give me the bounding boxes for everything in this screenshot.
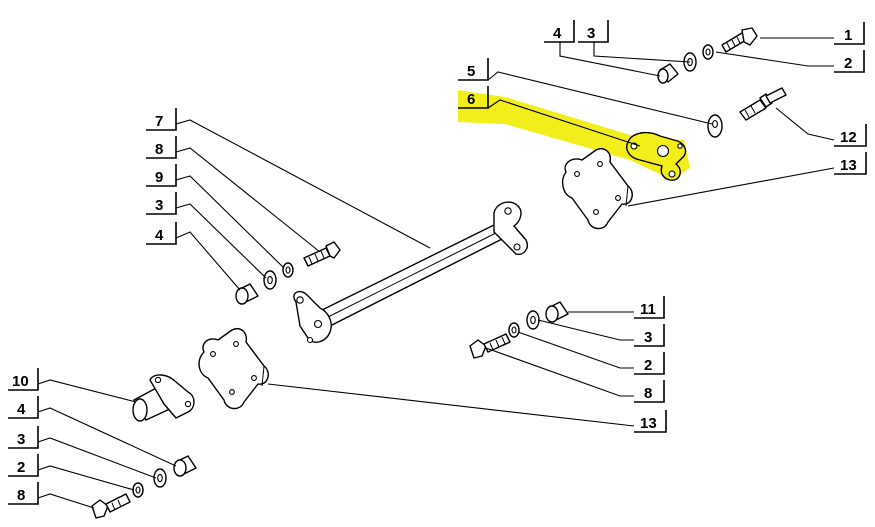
callout-2-top: 2 (834, 50, 865, 73)
bolt-8-right (469, 333, 511, 359)
callout-3-right: 3 (634, 324, 665, 347)
callout-8-middle: 8 (146, 136, 177, 159)
callout-11-text: 11 (640, 301, 656, 318)
callout-12: 12 (834, 124, 867, 147)
callout-7: 7 (146, 108, 177, 131)
washer-2-top (702, 44, 714, 60)
bushing-4-bottom (173, 455, 197, 477)
callout-3-top: 3 (578, 20, 609, 43)
hub-10 (132, 374, 195, 422)
callout-8-bottom-text: 8 (17, 487, 25, 504)
bolt-8-bottom (91, 493, 131, 519)
bolt-1 (721, 27, 758, 53)
part-6-highlight-band (458, 90, 690, 180)
callout-3-bottom: 3 (8, 426, 39, 449)
callout-5: 5 (458, 58, 489, 81)
washer-2-right (508, 322, 520, 338)
callout-13-top: 13 (834, 152, 867, 175)
callout-3-middle-text: 3 (155, 197, 163, 214)
callout-labels: 1 2 3 4 5 6 12 13 (8, 20, 867, 505)
callout-2-bottom: 2 (8, 454, 39, 477)
axle-shaft (293, 201, 528, 344)
callout-4-top-text: 4 (553, 25, 562, 42)
callout-4-bottom-text: 4 (17, 401, 26, 418)
callout-2-right-text: 2 (644, 357, 652, 374)
callout-8-bottom: 8 (8, 482, 39, 505)
stud-bolt-12 (739, 87, 787, 121)
callout-13-top-text: 13 (840, 157, 857, 174)
callout-2-top-text: 2 (844, 55, 852, 72)
callout-10-text: 10 (12, 373, 29, 390)
washer-9 (282, 262, 294, 278)
callout-13-bottom-text: 13 (640, 415, 657, 432)
callout-8-middle-text: 8 (155, 141, 163, 158)
plate-13-bottom (198, 328, 269, 410)
callout-4-middle: 4 (146, 222, 177, 245)
callout-4-bottom: 4 (8, 396, 39, 419)
callout-3-bottom-text: 3 (17, 431, 25, 448)
callout-3-top-text: 3 (587, 25, 595, 42)
bolt-8-middle (303, 241, 341, 267)
callout-5-text: 5 (467, 63, 475, 80)
callout-2-bottom-text: 2 (17, 459, 25, 476)
bushing-11 (545, 301, 569, 323)
callout-1: 1 (834, 22, 865, 45)
callout-11: 11 (634, 296, 665, 319)
callout-6: 6 (458, 86, 489, 109)
callout-6-text: 6 (467, 91, 475, 108)
callout-13-bottom: 13 (634, 410, 667, 433)
callout-9: 9 (146, 164, 177, 187)
callout-4-top: 4 (544, 20, 575, 43)
plate-13-top (561, 148, 633, 230)
washer-5 (707, 114, 723, 138)
callout-4-middle-text: 4 (155, 227, 164, 244)
callout-3-middle: 3 (146, 192, 177, 215)
callout-12-text: 12 (840, 129, 857, 146)
callout-10: 10 (8, 368, 39, 391)
washer-3-right (526, 310, 540, 330)
callout-9-text: 9 (155, 169, 163, 186)
washer-2-bottom (132, 482, 144, 498)
callout-2-right: 2 (634, 352, 665, 375)
bushing-4-top (657, 63, 679, 84)
callout-8-right-text: 8 (644, 385, 652, 402)
callout-3-right-text: 3 (644, 329, 652, 346)
callout-7-text: 7 (155, 113, 163, 130)
bracket-6 (626, 131, 687, 181)
leader-lines (37, 37, 835, 509)
callout-1-text: 1 (844, 27, 852, 44)
washer-3-middle (263, 270, 277, 290)
bushing-4-middle (235, 283, 259, 305)
callout-8-right: 8 (634, 380, 665, 403)
washer-3-bottom (153, 468, 167, 488)
